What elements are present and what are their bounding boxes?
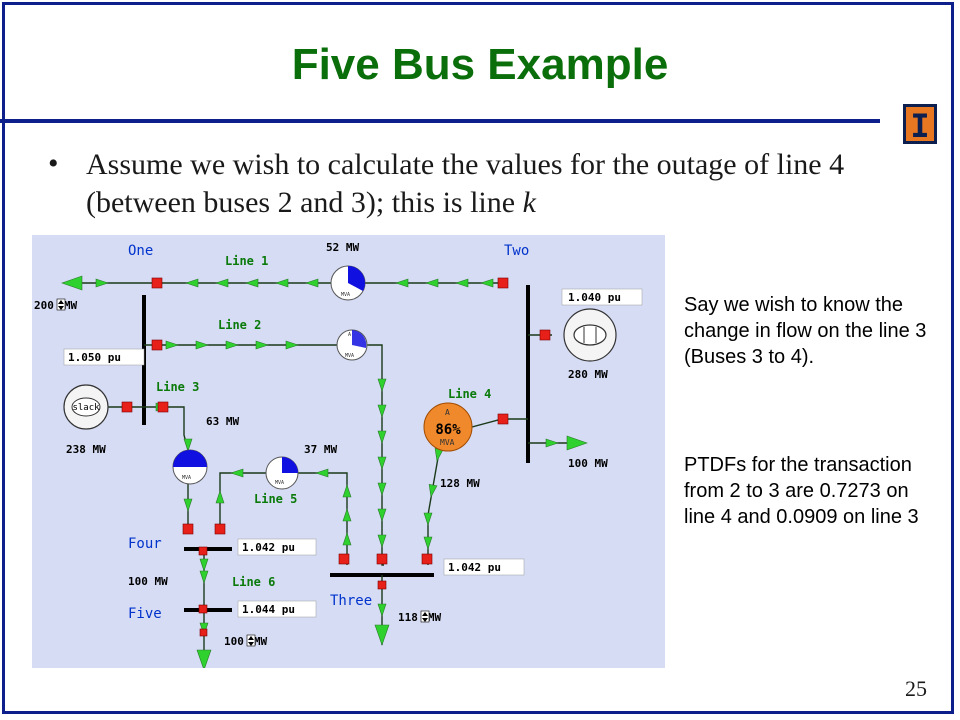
slack-label: slack: [72, 403, 100, 413]
breaker[interactable]: [121, 401, 133, 413]
line3-flow: 63 MW: [206, 415, 239, 428]
breakers: [121, 277, 551, 637]
generator-two[interactable]: [563, 308, 617, 362]
voltage-box: [443, 558, 525, 576]
breaker[interactable]: [198, 604, 208, 614]
breaker[interactable]: [151, 339, 163, 351]
generator-one[interactable]: slack: [63, 384, 109, 430]
line4-label: Line 4: [448, 387, 491, 401]
bus-three-label: Three: [330, 593, 372, 609]
voltage-box: [561, 288, 643, 306]
load-spinner-icon[interactable]: [56, 298, 66, 311]
breaker[interactable]: [497, 277, 509, 289]
breaker[interactable]: [157, 401, 169, 413]
line3-label: Line 3: [156, 380, 199, 394]
bus-four-label: Four: [128, 536, 162, 552]
line5-flow: 37 MW: [304, 443, 337, 456]
voltage-box: [237, 538, 317, 556]
breaker[interactable]: [199, 628, 208, 637]
bullet-italic-k: k: [522, 186, 536, 219]
meter-label: A: [348, 332, 351, 338]
meter-label: MVA: [345, 353, 354, 359]
load-spinner-icon[interactable]: [420, 610, 430, 623]
bus-two-voltage: 1.040 pu: [568, 291, 621, 304]
breaker[interactable]: [338, 553, 350, 565]
line5-label: Line 5: [254, 492, 297, 506]
bus-five-voltage: 1.044 pu: [242, 603, 295, 616]
breaker[interactable]: [214, 523, 226, 535]
voltage-box: [63, 348, 145, 366]
bus-one-voltage: 1.050 pu: [68, 351, 121, 364]
line4-flow: 128 MW: [440, 477, 480, 490]
gen-two-output: 280 MW: [568, 368, 608, 381]
meter-label: MVA: [275, 480, 284, 486]
breaker[interactable]: [377, 580, 387, 590]
breaker[interactable]: [497, 413, 509, 425]
voltage-box: [237, 600, 317, 618]
line1-pie-meter: MVA: [330, 265, 366, 301]
bus-one-label: One: [128, 243, 153, 259]
bus-three-voltage: 1.042 pu: [448, 561, 501, 574]
meter-label: MVA: [440, 438, 455, 447]
load-spinner-icon[interactable]: [246, 634, 256, 647]
line1-label: Line 1: [225, 254, 268, 268]
line2-pie-meter: A MVA: [336, 329, 368, 361]
bus-two-label: Two: [504, 243, 529, 259]
meter-label: A: [445, 408, 450, 417]
line3-pie-meter: MVA: [172, 449, 208, 485]
bullet-sentence: Assume we wish to calculate the values f…: [86, 148, 845, 219]
breaker[interactable]: [198, 546, 208, 556]
breaker[interactable]: [182, 523, 194, 535]
bus-five-label: Five: [128, 606, 162, 622]
breaker[interactable]: [376, 553, 388, 565]
slide-title: Five Bus Example: [291, 40, 669, 89]
bullet-text: Assume we wish to calculate the values f…: [86, 146, 906, 222]
page-number: 25: [905, 676, 927, 701]
one-line-diagram: slack MVA A MVA MVA MVA A 86% MVA One Tw…: [32, 235, 665, 668]
title-divider: [0, 119, 880, 123]
side-note-ptdf: PTDFs for the transaction from 2 to 3 ar…: [684, 454, 919, 528]
line6-flow: 100 MW: [128, 575, 168, 588]
line1-flow: 52 MW: [326, 241, 359, 254]
line4-overload-meter: A 86% MVA: [423, 402, 473, 452]
line4-loading-label: 86%: [435, 422, 461, 438]
bullet-marker: •: [48, 147, 59, 180]
load-arrows: [61, 275, 588, 668]
line5-pie-meter: MVA: [265, 456, 299, 490]
load-spinner-icons: [56, 298, 430, 647]
line6-label: Line 6: [232, 575, 275, 589]
university-logo-icon: I: [903, 104, 937, 144]
load-two-value: 100 MW: [568, 457, 608, 470]
line2-label: Line 2: [218, 318, 261, 332]
diagram-background: [32, 235, 665, 668]
meter-label: MVA: [341, 292, 350, 298]
bus-four-voltage: 1.042 pu: [242, 541, 295, 554]
side-note-flow: Say we wish to know the change in flow o…: [684, 294, 927, 368]
breaker[interactable]: [151, 277, 163, 289]
logo-letter: I: [910, 107, 929, 144]
breaker[interactable]: [421, 553, 433, 565]
gen-one-output: 238 MW: [66, 443, 106, 456]
breaker[interactable]: [539, 329, 551, 341]
meter-label: MVA: [182, 475, 191, 481]
